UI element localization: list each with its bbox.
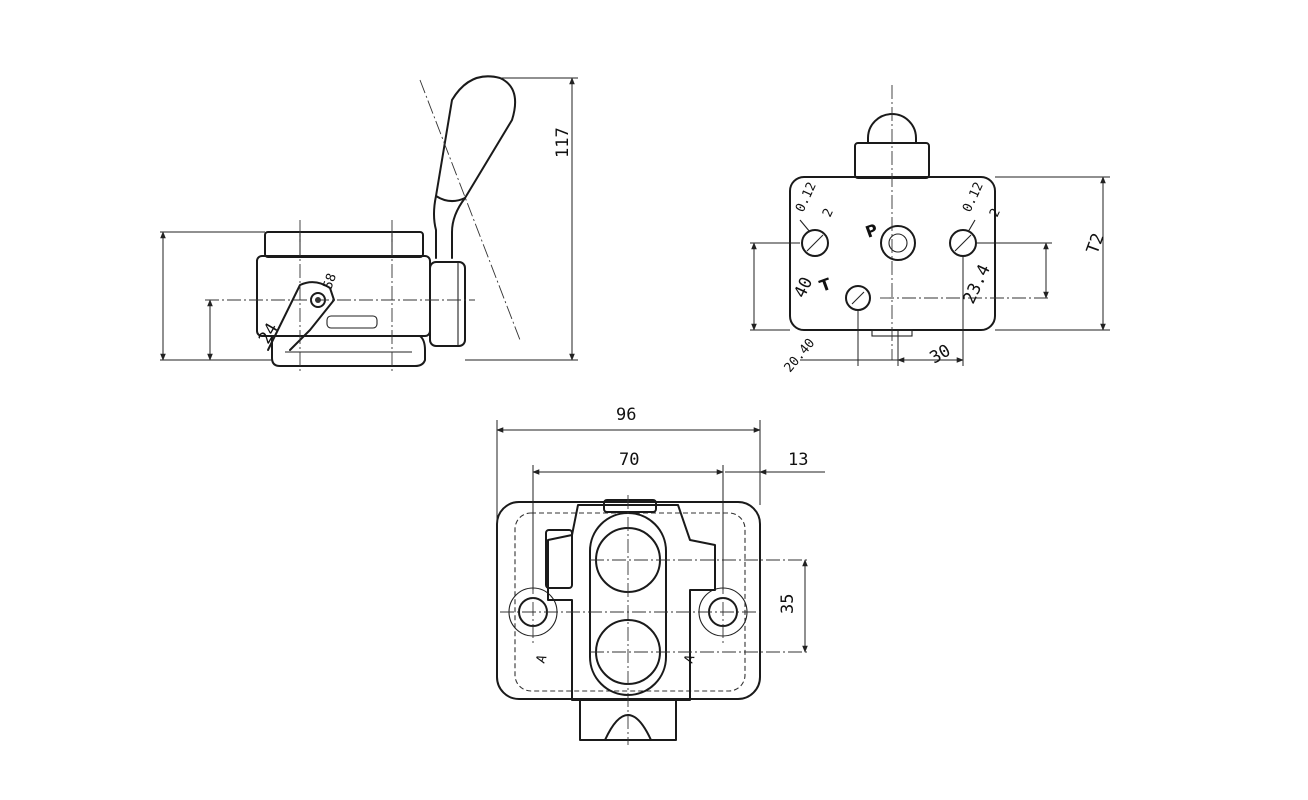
port-left — [801, 229, 829, 257]
ball-knob — [867, 113, 917, 144]
tol-left-bottom: 2 — [820, 206, 837, 219]
dim-58: 58 — [321, 272, 340, 292]
dim-t2: T2 — [1083, 231, 1109, 257]
dim-96: 96 — [616, 405, 636, 425]
top-cap — [264, 231, 424, 258]
base-plate — [271, 335, 426, 367]
lever-link — [267, 281, 335, 351]
bottom-port-upper — [595, 527, 661, 593]
port-p-label: P — [863, 220, 881, 242]
handle-knob — [435, 75, 516, 202]
dim-24: 24 — [255, 320, 283, 348]
port-t-label: T — [817, 274, 834, 296]
bottom-view: 96 70 13 35 A A — [496, 405, 825, 745]
bottom-plate — [496, 501, 761, 700]
valve-body — [256, 255, 431, 337]
front-view: 0.12 2 0.12 2 P T T2 40 23.4 20.40 30 — [750, 85, 1110, 376]
port-p — [880, 225, 916, 261]
dim-30: 30 — [927, 341, 955, 369]
dim-70: 70 — [619, 450, 639, 470]
side-view: 117 58 24 — [160, 75, 578, 372]
center-body — [547, 504, 716, 701]
dim-117: 117 — [553, 127, 573, 158]
tol-left-top: 0.12 — [793, 180, 820, 215]
dim-13: 13 — [788, 450, 808, 470]
dim-20-40: 20.40 — [782, 336, 819, 376]
dim-23-4: 23.4 — [959, 262, 994, 308]
dim-40: 40 — [790, 274, 817, 301]
tol-right-top: 0.12 — [960, 180, 987, 215]
spool-housing — [429, 261, 466, 347]
handle-shaft — [433, 195, 466, 259]
dim-35: 35 — [778, 594, 798, 614]
port-a-left-label: A — [534, 653, 551, 666]
